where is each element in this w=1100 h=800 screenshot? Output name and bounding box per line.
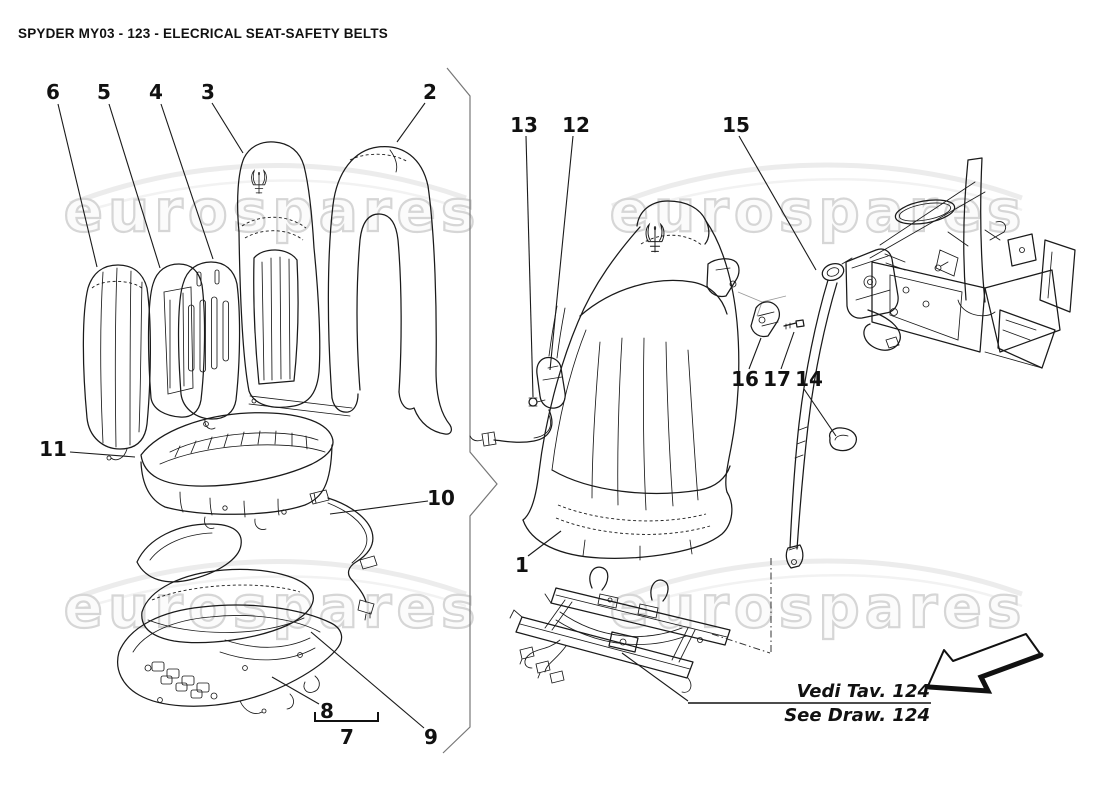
backrest-cover (237, 141, 353, 417)
backrest-pad-inner (147, 263, 206, 418)
callout-15: 15 (722, 113, 750, 137)
seat-belt-buckle (469, 305, 566, 447)
callout-8: 8 (320, 699, 334, 723)
exploded-seat-group (82, 141, 452, 714)
callout-9: 9 (424, 725, 438, 749)
callout-3: 3 (201, 80, 215, 104)
callout-1: 1 (515, 553, 529, 577)
seat-cushion-cover (140, 412, 334, 530)
callout-leader-lines (57, 102, 837, 729)
eurospares-watermark-bottom: eurospares eurospares (63, 558, 1027, 642)
seat-rails-assembly (509, 566, 731, 693)
backrest-pad-outer (82, 264, 151, 461)
callout-16: 16 (731, 367, 759, 391)
watermark-text: eurospares (64, 573, 481, 641)
seat-belt-retractor-assembly (785, 248, 901, 569)
backrest-frame (177, 261, 241, 430)
watermark-text: eurospares (64, 177, 481, 245)
see-drawing-arrow-icon (926, 633, 1044, 694)
callout-2: 2 (423, 80, 437, 104)
seat-pan-assembly (117, 604, 343, 714)
callout-12: 12 (562, 113, 590, 137)
callout-17: 17 (763, 367, 791, 391)
group-bracket-7 (314, 712, 379, 722)
callout-7: 7 (340, 725, 354, 749)
callout-11: 11 (39, 437, 67, 461)
callout-4: 4 (149, 80, 163, 104)
note-line-italian: Vedi Tav. 124 (797, 681, 930, 702)
anchor-bolt-part17 (783, 319, 805, 330)
seat-foam-pad (141, 568, 314, 644)
assembled-seat-group: Vedi Tav. 124 See Draw. 124 (469, 157, 1076, 726)
body-chassis-structure (869, 157, 1076, 369)
callout-13: 13 (510, 113, 538, 137)
callout-5: 5 (97, 80, 111, 104)
anchor-bracket-part16 (750, 301, 781, 338)
headrest-shell (327, 146, 452, 435)
callout-10: 10 (427, 486, 455, 510)
cushion-cover-flap (136, 523, 242, 583)
callout-14: 14 (795, 367, 823, 391)
note-line-english: See Draw. 124 (784, 705, 930, 726)
page-title: SPYDER MY03 - 123 - ELECRICAL SEAT-SAFET… (18, 26, 388, 41)
see-drawing-note: Vedi Tav. 124 See Draw. 124 (621, 652, 931, 726)
eurospares-watermark-top: eurospares eurospares (63, 162, 1023, 246)
watermark-text: eurospares (610, 573, 1027, 641)
reference-dash-line (711, 558, 772, 654)
section-divider-line (442, 67, 498, 754)
seat-wiring-harness (309, 489, 378, 621)
callout-6: 6 (46, 80, 60, 104)
